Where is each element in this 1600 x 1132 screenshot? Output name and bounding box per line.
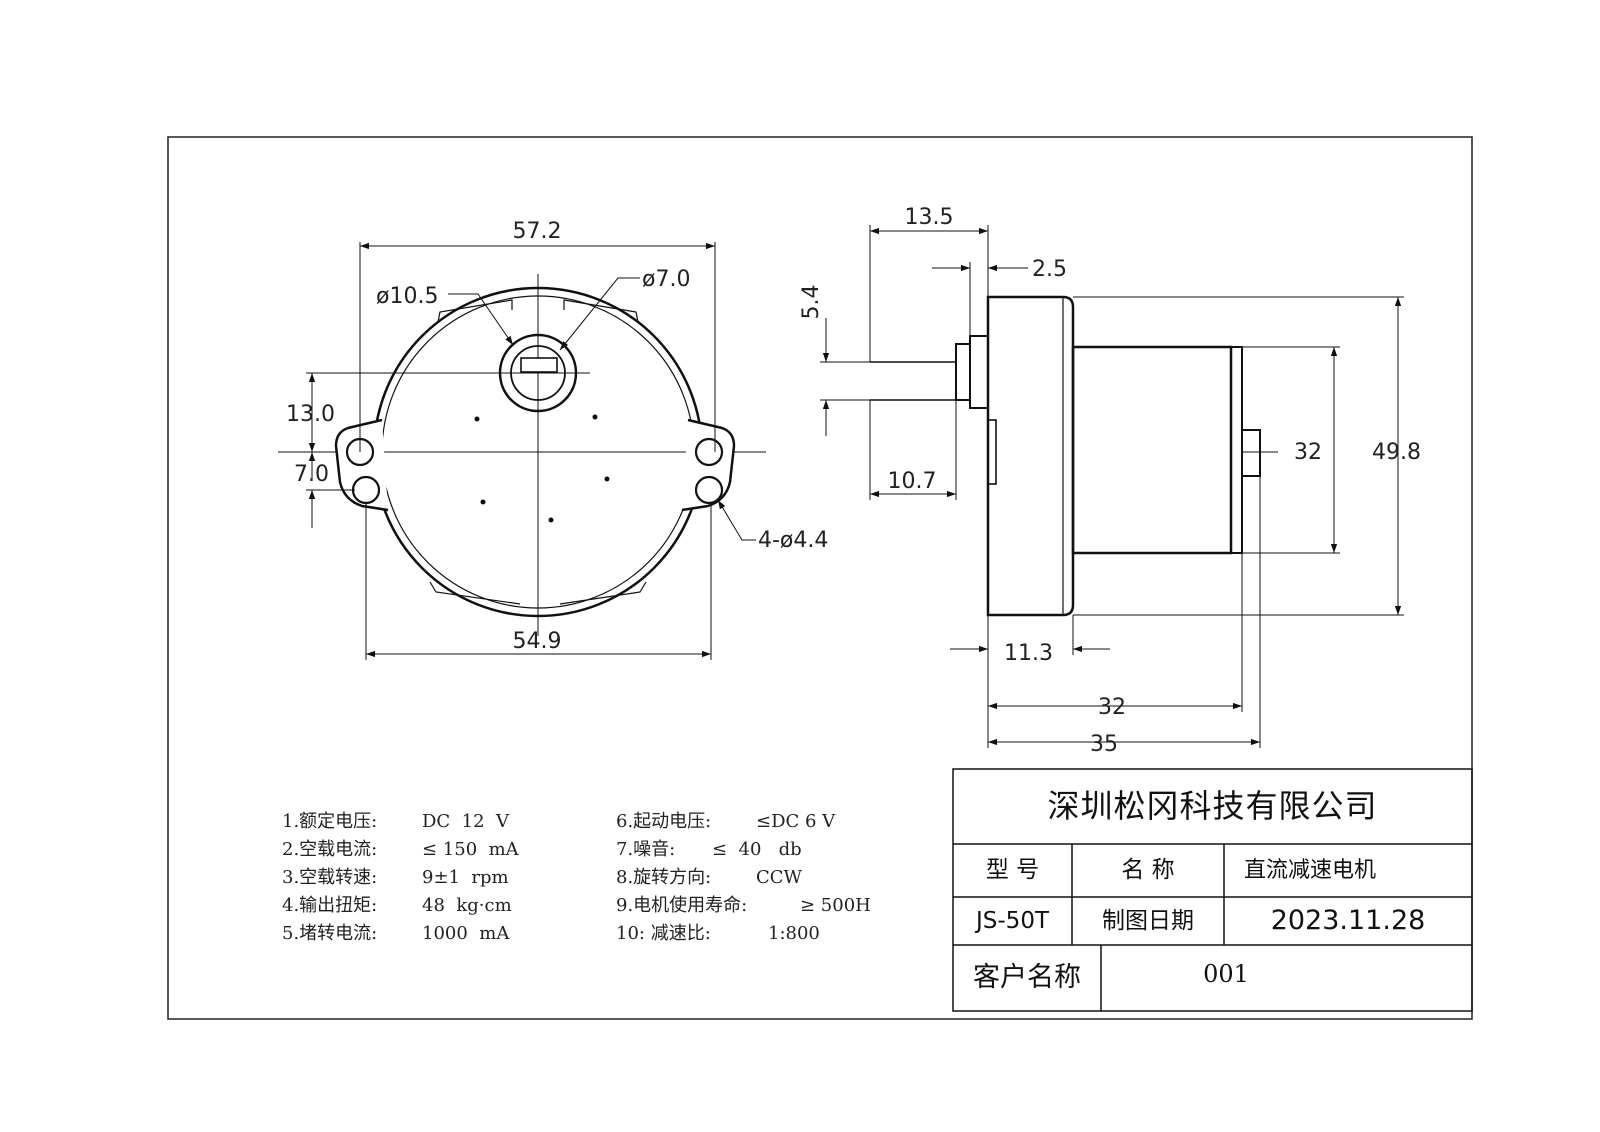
front-view bbox=[278, 274, 766, 636]
name-value: 直流减速电机 bbox=[1244, 858, 1377, 883]
spec-row: 8.旋转方向:CCW bbox=[616, 867, 803, 888]
dim-shaft-reach: 10.7 bbox=[888, 469, 937, 494]
specs-col-2: 6.起动电压:≤DC 6 V 7.噪音:≤ 40 db 8.旋转方向:CCW 9… bbox=[616, 808, 871, 948]
dim-mount-holes: 4-ø4.4 bbox=[758, 528, 828, 553]
spec-row: 7.噪音:≤ 40 db bbox=[616, 839, 802, 860]
name-label: 名 称 bbox=[1121, 857, 1175, 883]
customer-value: 001 bbox=[1203, 960, 1249, 988]
model-value: JS-50T bbox=[976, 908, 1049, 934]
customer-label: 客户名称 bbox=[973, 962, 1081, 993]
model-label: 型 号 bbox=[985, 857, 1040, 883]
company-name: 深圳松冈科技有限公司 bbox=[1047, 787, 1378, 825]
dim-shaft-length: 13.5 bbox=[905, 205, 954, 230]
dim-width-outer: 57.2 bbox=[513, 219, 562, 244]
front-dimensions bbox=[306, 242, 756, 660]
spec-row: 9.电机使用寿命:≥ 500H bbox=[616, 895, 871, 916]
dim-flange-thickness: 11.3 bbox=[1004, 641, 1053, 666]
sheet-border bbox=[167, 136, 1473, 1020]
dim-width-inner: 54.9 bbox=[513, 629, 562, 654]
dim-body-length: 32 bbox=[1098, 695, 1126, 720]
dim-shaft-flat: 5.4 bbox=[799, 285, 824, 320]
side-view bbox=[870, 295, 1278, 617]
spec-row: 10: 减速比:1:800 bbox=[616, 923, 820, 944]
dim-overall-length: 35 bbox=[1090, 732, 1118, 757]
spec-row: 3.空载转速:9±1 rpm bbox=[282, 867, 509, 888]
dim-shaft-step: 2.5 bbox=[1032, 257, 1067, 282]
dim-hub-diameter: ø7.0 bbox=[642, 267, 690, 292]
date-label: 制图日期 bbox=[1102, 908, 1194, 934]
spec-row: 1.额定电压:DC 12 V bbox=[282, 811, 509, 832]
date-value: 2023.11.28 bbox=[1270, 905, 1426, 936]
dim-hole-spacing: 7.0 bbox=[294, 462, 329, 487]
spec-row: 5.堵转电流:1000 mA bbox=[282, 923, 510, 944]
spec-row: 2.空载电流:≤ 150 mA bbox=[282, 839, 519, 860]
dim-hole-offset: 13.0 bbox=[286, 402, 335, 427]
dim-motor-diameter: 32 bbox=[1294, 440, 1322, 465]
dim-housing-diameter: 49.8 bbox=[1372, 440, 1421, 465]
side-dimensions bbox=[820, 225, 1404, 748]
spec-row: 6.起动电压:≤DC 6 V bbox=[616, 811, 836, 832]
dim-shaft-diameter: ø10.5 bbox=[376, 284, 438, 309]
specs-col-1: 1.额定电压:DC 12 V 2.空载电流:≤ 150 mA 3.空载转速:9±… bbox=[282, 808, 519, 948]
title-block-grid bbox=[952, 768, 1473, 1012]
spec-row: 4.输出扭矩:48 kg·cm bbox=[282, 895, 512, 916]
